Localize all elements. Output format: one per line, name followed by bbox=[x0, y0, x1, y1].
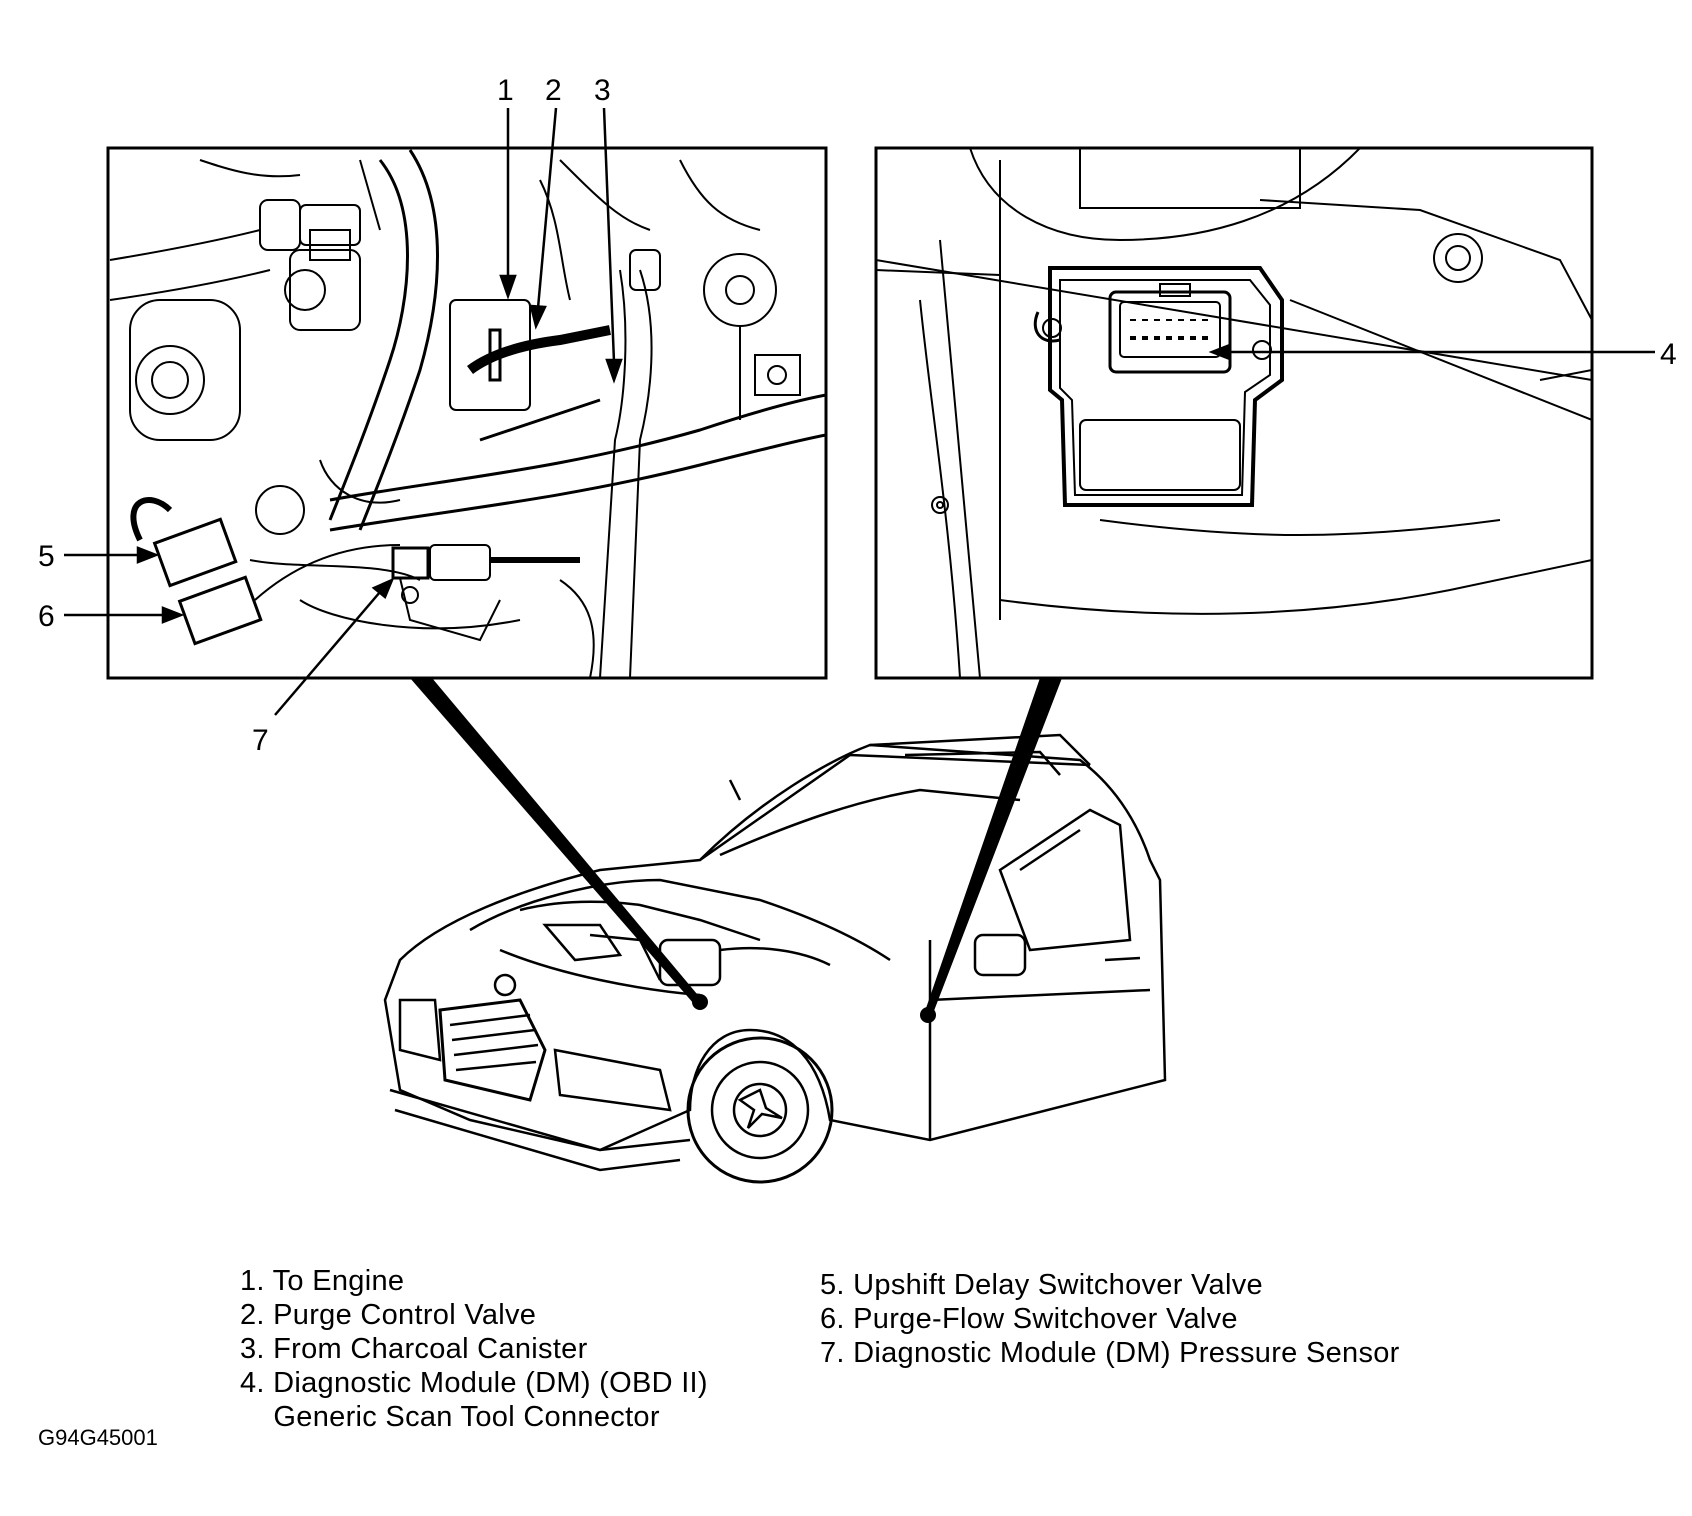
legend-item-3: 3. From Charcoal Canister bbox=[240, 1333, 588, 1365]
vehicle-illustration bbox=[383, 733, 1167, 1184]
legend-item-4: 4. Diagnostic Module (DM) (OBD II) bbox=[240, 1367, 708, 1399]
connector-inset-pointer bbox=[924, 678, 1062, 1016]
callout-5: 5 bbox=[38, 540, 55, 573]
obd-connector-inset bbox=[874, 146, 1594, 680]
callout-labels: 1 2 3 4 5 6 7 bbox=[38, 74, 1677, 757]
callout-6: 6 bbox=[38, 600, 55, 633]
legend-item-2: 2. Purge Control Valve bbox=[240, 1299, 537, 1331]
callout-4: 4 bbox=[1660, 338, 1677, 371]
callout-leaders bbox=[64, 107, 1655, 716]
legend-item-4-continued: Generic Scan Tool Connector bbox=[240, 1401, 660, 1433]
legend-item-1: 1. To Engine bbox=[240, 1265, 405, 1297]
figure-id: G94G45001 bbox=[38, 1425, 158, 1450]
engine-compartment-inset bbox=[106, 146, 828, 680]
legend-item-6: 6. Purge-Flow Switchover Valve bbox=[820, 1303, 1238, 1335]
callout-3: 3 bbox=[594, 74, 611, 107]
engine-inset-pointer bbox=[410, 678, 702, 1004]
inset-pointers bbox=[410, 678, 1062, 1023]
legend-item-5: 5. Upshift Delay Switchover Valve bbox=[820, 1269, 1263, 1301]
legend-left: 1. To Engine 2. Purge Control Valve 3. F… bbox=[240, 1264, 708, 1434]
callout-1: 1 bbox=[497, 74, 514, 107]
callout-2: 2 bbox=[545, 74, 562, 107]
legend-item-7: 7. Diagnostic Module (DM) Pressure Senso… bbox=[820, 1337, 1400, 1369]
callout-7: 7 bbox=[252, 724, 269, 757]
legend-right: 5. Upshift Delay Switchover Valve 6. Pur… bbox=[820, 1268, 1400, 1370]
